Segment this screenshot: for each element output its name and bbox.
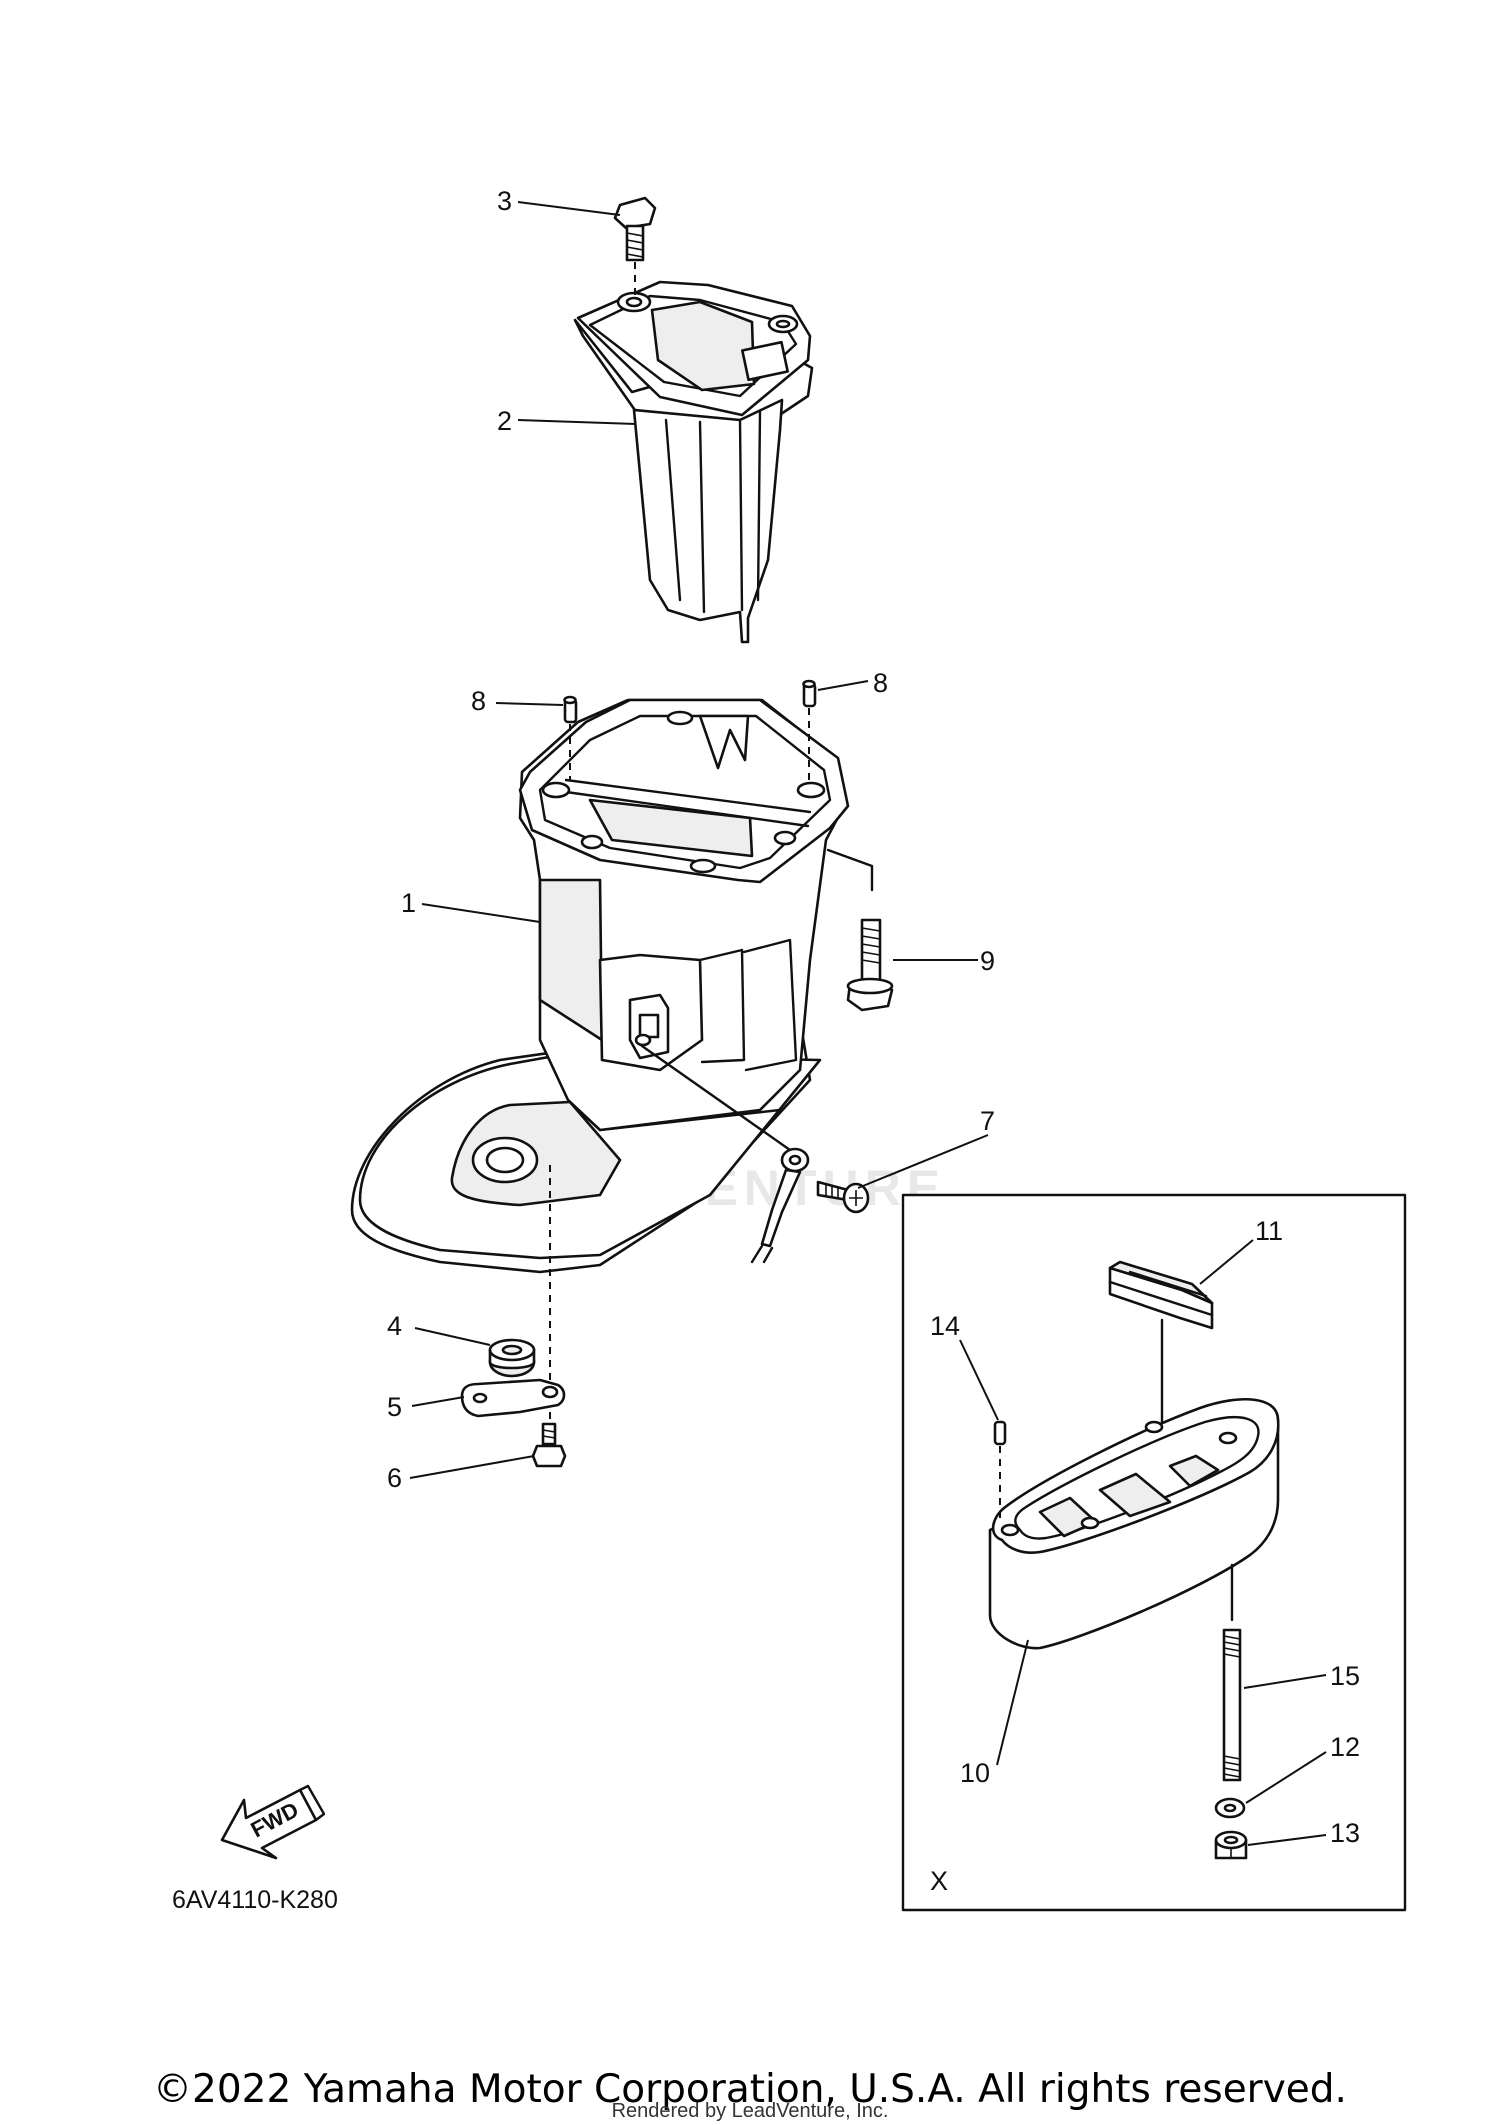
rendered-by-notice: Rendered by LeadVenture, Inc. — [611, 2100, 889, 2122]
mount-part-11 — [1108, 1260, 1214, 1432]
washer-part-12 — [1214, 1797, 1246, 1819]
fwd-arrow-icon: FWD — [220, 1784, 326, 1860]
nut-part-6 — [531, 1422, 567, 1468]
callout-5: 5 — [387, 1392, 402, 1422]
bolt-part-3 — [613, 196, 657, 300]
callout-6: 6 — [387, 1463, 402, 1493]
callout-9: 9 — [980, 946, 995, 976]
plate-part-5 — [460, 1378, 566, 1418]
callout-11: 11 — [1255, 1216, 1283, 1246]
bolt-part-9 — [826, 848, 894, 1012]
inset-label: X — [930, 1866, 948, 1896]
callout-8a: 8 — [471, 686, 486, 716]
dowel-pin-part-14 — [993, 1420, 1007, 1520]
upper-casing-part-1 — [350, 698, 850, 1420]
callout-13: 13 — [1330, 1818, 1360, 1848]
callout-15: 15 — [1330, 1661, 1360, 1691]
callout-4: 4 — [387, 1311, 402, 1341]
diagram-code: 6AV4110-K280 — [172, 1886, 338, 1914]
nut-part-13 — [1214, 1830, 1248, 1860]
callout-7: 7 — [980, 1106, 995, 1136]
extension-part-10 — [988, 1398, 1280, 1650]
callout-1: 1 — [401, 888, 416, 918]
callout-2: 2 — [497, 406, 512, 436]
callouts: 3 2 8 8 1 9 7 4 5 6 11 14 15 10 12 13 — [387, 186, 1360, 1848]
grommet-part-4 — [488, 1338, 536, 1378]
dowel-pin-part-8 — [563, 679, 817, 780]
ground-screw-part-7 — [640, 1044, 870, 1264]
inset-x: X — [901, 1193, 1407, 1912]
stud-bolt-part-15 — [1222, 1563, 1242, 1782]
callout-14: 14 — [930, 1311, 960, 1341]
leader-lines — [409, 201, 1327, 1846]
copyright-notice: ©2022 Yamaha Motor Corporation, U.S.A. A… — [153, 2067, 1347, 2112]
callout-3: 3 — [497, 186, 512, 216]
callout-10: 10 — [960, 1758, 990, 1788]
callout-8b: 8 — [873, 668, 888, 698]
callout-12: 12 — [1330, 1732, 1360, 1762]
exhaust-guide-part-2 — [573, 280, 814, 644]
